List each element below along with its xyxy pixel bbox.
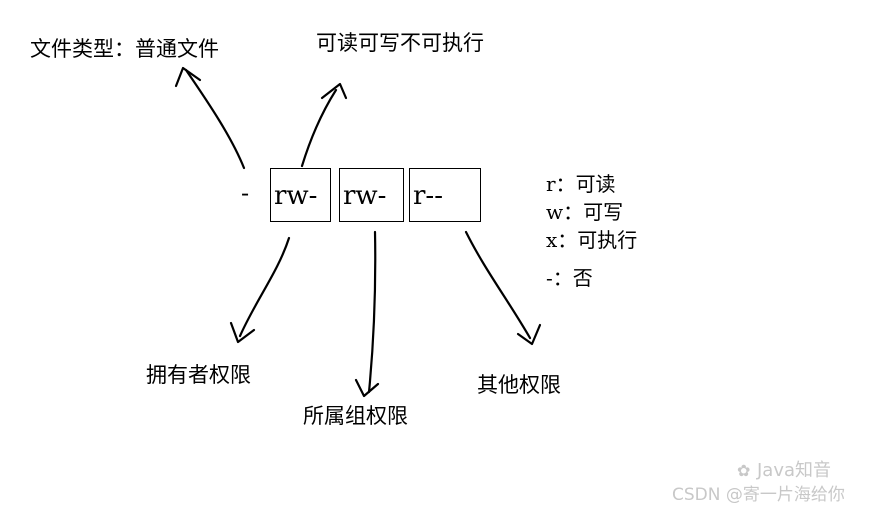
file-type-label: 文件类型：普通文件 xyxy=(30,37,219,61)
legend-key: r： xyxy=(546,172,576,196)
arrowhead-owner-desc xyxy=(320,82,348,100)
arrowhead-group xyxy=(354,378,380,398)
watermark-line1: Java知音 xyxy=(757,460,832,481)
arrow-group xyxy=(367,230,377,394)
legend-key: x： xyxy=(546,228,578,252)
legend-item-x: x：可执行 xyxy=(546,228,637,252)
legend-item-w: w：可写 xyxy=(546,200,623,224)
watermark-line2: CSDN @寄一片海给你 xyxy=(672,485,845,505)
arrowhead-other xyxy=(516,323,542,346)
legend-item-dash: -：否 xyxy=(546,266,593,290)
arrowhead-file-type xyxy=(174,66,202,88)
legend-key: -： xyxy=(546,266,573,290)
arrowhead-owner xyxy=(229,321,256,344)
arrow-owner xyxy=(238,236,291,338)
wechat-icon: ✿ xyxy=(737,461,751,480)
owner-bits-box: rw- xyxy=(270,168,331,222)
legend-item-r: r：可读 xyxy=(546,172,616,196)
legend-value: 可读 xyxy=(575,172,616,196)
watermark-brand: ✿ Java知音 xyxy=(737,456,831,482)
legend-value: 否 xyxy=(572,266,593,290)
file-type-char: - xyxy=(241,179,250,207)
group-label: 所属组权限 xyxy=(303,404,408,428)
owner-permission-description: 可读可写不可执行 xyxy=(316,31,484,55)
legend-key: w： xyxy=(546,200,584,224)
legend-value: 可写 xyxy=(583,200,624,224)
legend-value: 可执行 xyxy=(577,228,638,252)
arrow-other xyxy=(464,230,532,340)
other-bits-box: r-- xyxy=(409,168,481,222)
group-bits-box: rw- xyxy=(339,168,404,222)
arrow-owner-desc xyxy=(300,88,338,168)
owner-label: 拥有者权限 xyxy=(146,363,251,387)
arrow-file-type xyxy=(184,68,246,170)
other-label: 其他权限 xyxy=(477,373,561,397)
